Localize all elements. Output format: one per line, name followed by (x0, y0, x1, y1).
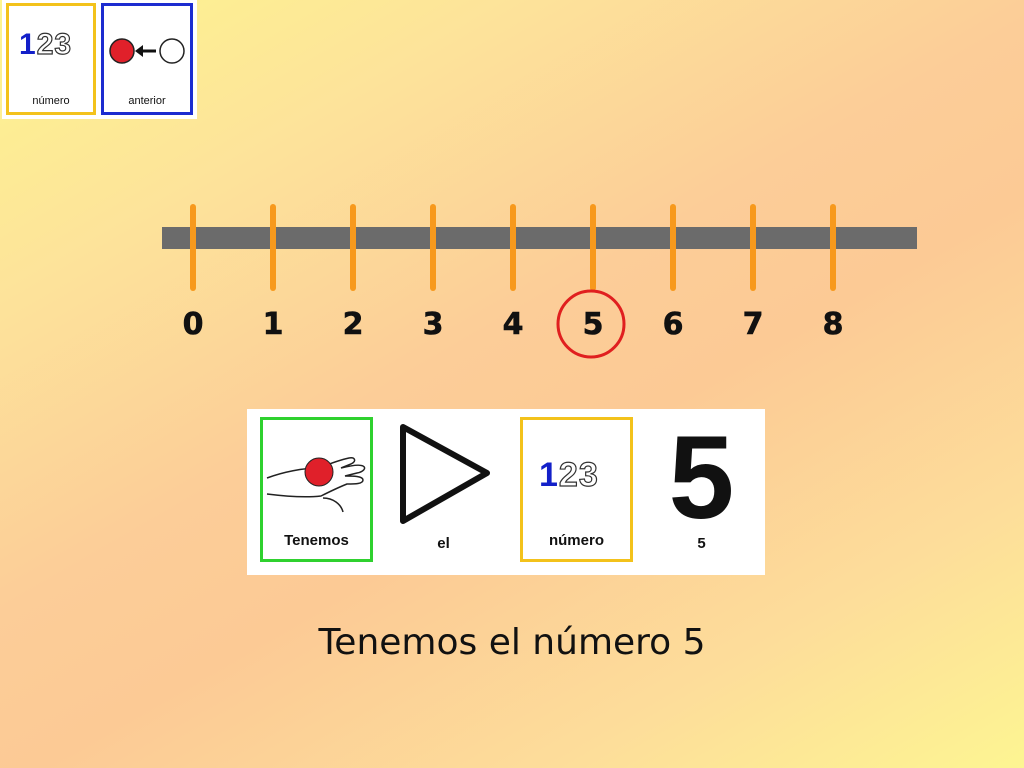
picto-el-label: el (437, 535, 450, 552)
anterior-button[interactable]: anterior (101, 3, 193, 115)
tick-label-1: 1 (263, 307, 284, 342)
tick-label-3: 3 (423, 307, 444, 342)
numbers-icon: 123 (19, 27, 73, 61)
tick-label-5: 5 (583, 307, 604, 342)
picto-tenemos[interactable]: Tenemos (260, 417, 373, 562)
numero-button[interactable]: 123 número (6, 3, 96, 115)
tick-label-6: 6 (663, 307, 684, 342)
previous-arrow-icon (109, 38, 185, 64)
tick-label-7: 7 (743, 307, 764, 342)
picto-el[interactable]: el (387, 417, 500, 562)
picto-numero-label: número (548, 532, 604, 549)
picto-tenemos-label: Tenemos (284, 532, 349, 549)
play-triangle-icon (400, 424, 490, 524)
tick-label-0: 0 (183, 307, 204, 342)
picto-numero[interactable]: 123 número (520, 417, 633, 562)
numero-label: número (32, 95, 70, 107)
hand-holding-ball-icon (266, 457, 366, 513)
sentence-pictogram-panel: Tenemos el 123 número 5 5 (247, 409, 765, 575)
number-line: 0 1 2 3 4 5 6 7 8 (162, 204, 917, 359)
tick-label-8: 8 (823, 307, 844, 342)
big-five-glyph: 5 (668, 412, 735, 544)
anterior-label: anterior (128, 95, 166, 107)
picto-five[interactable]: 5 5 (645, 417, 758, 562)
top-toolbar: 123 número anterior (2, 0, 197, 119)
highlight-circle (556, 289, 626, 359)
tick-label-4: 4 (503, 307, 524, 342)
tick-label-2: 2 (343, 307, 364, 342)
picto-five-label: 5 (697, 535, 706, 552)
numbers-icon: 123 (539, 455, 599, 494)
sentence-caption: Tenemos el número 5 (318, 622, 706, 663)
